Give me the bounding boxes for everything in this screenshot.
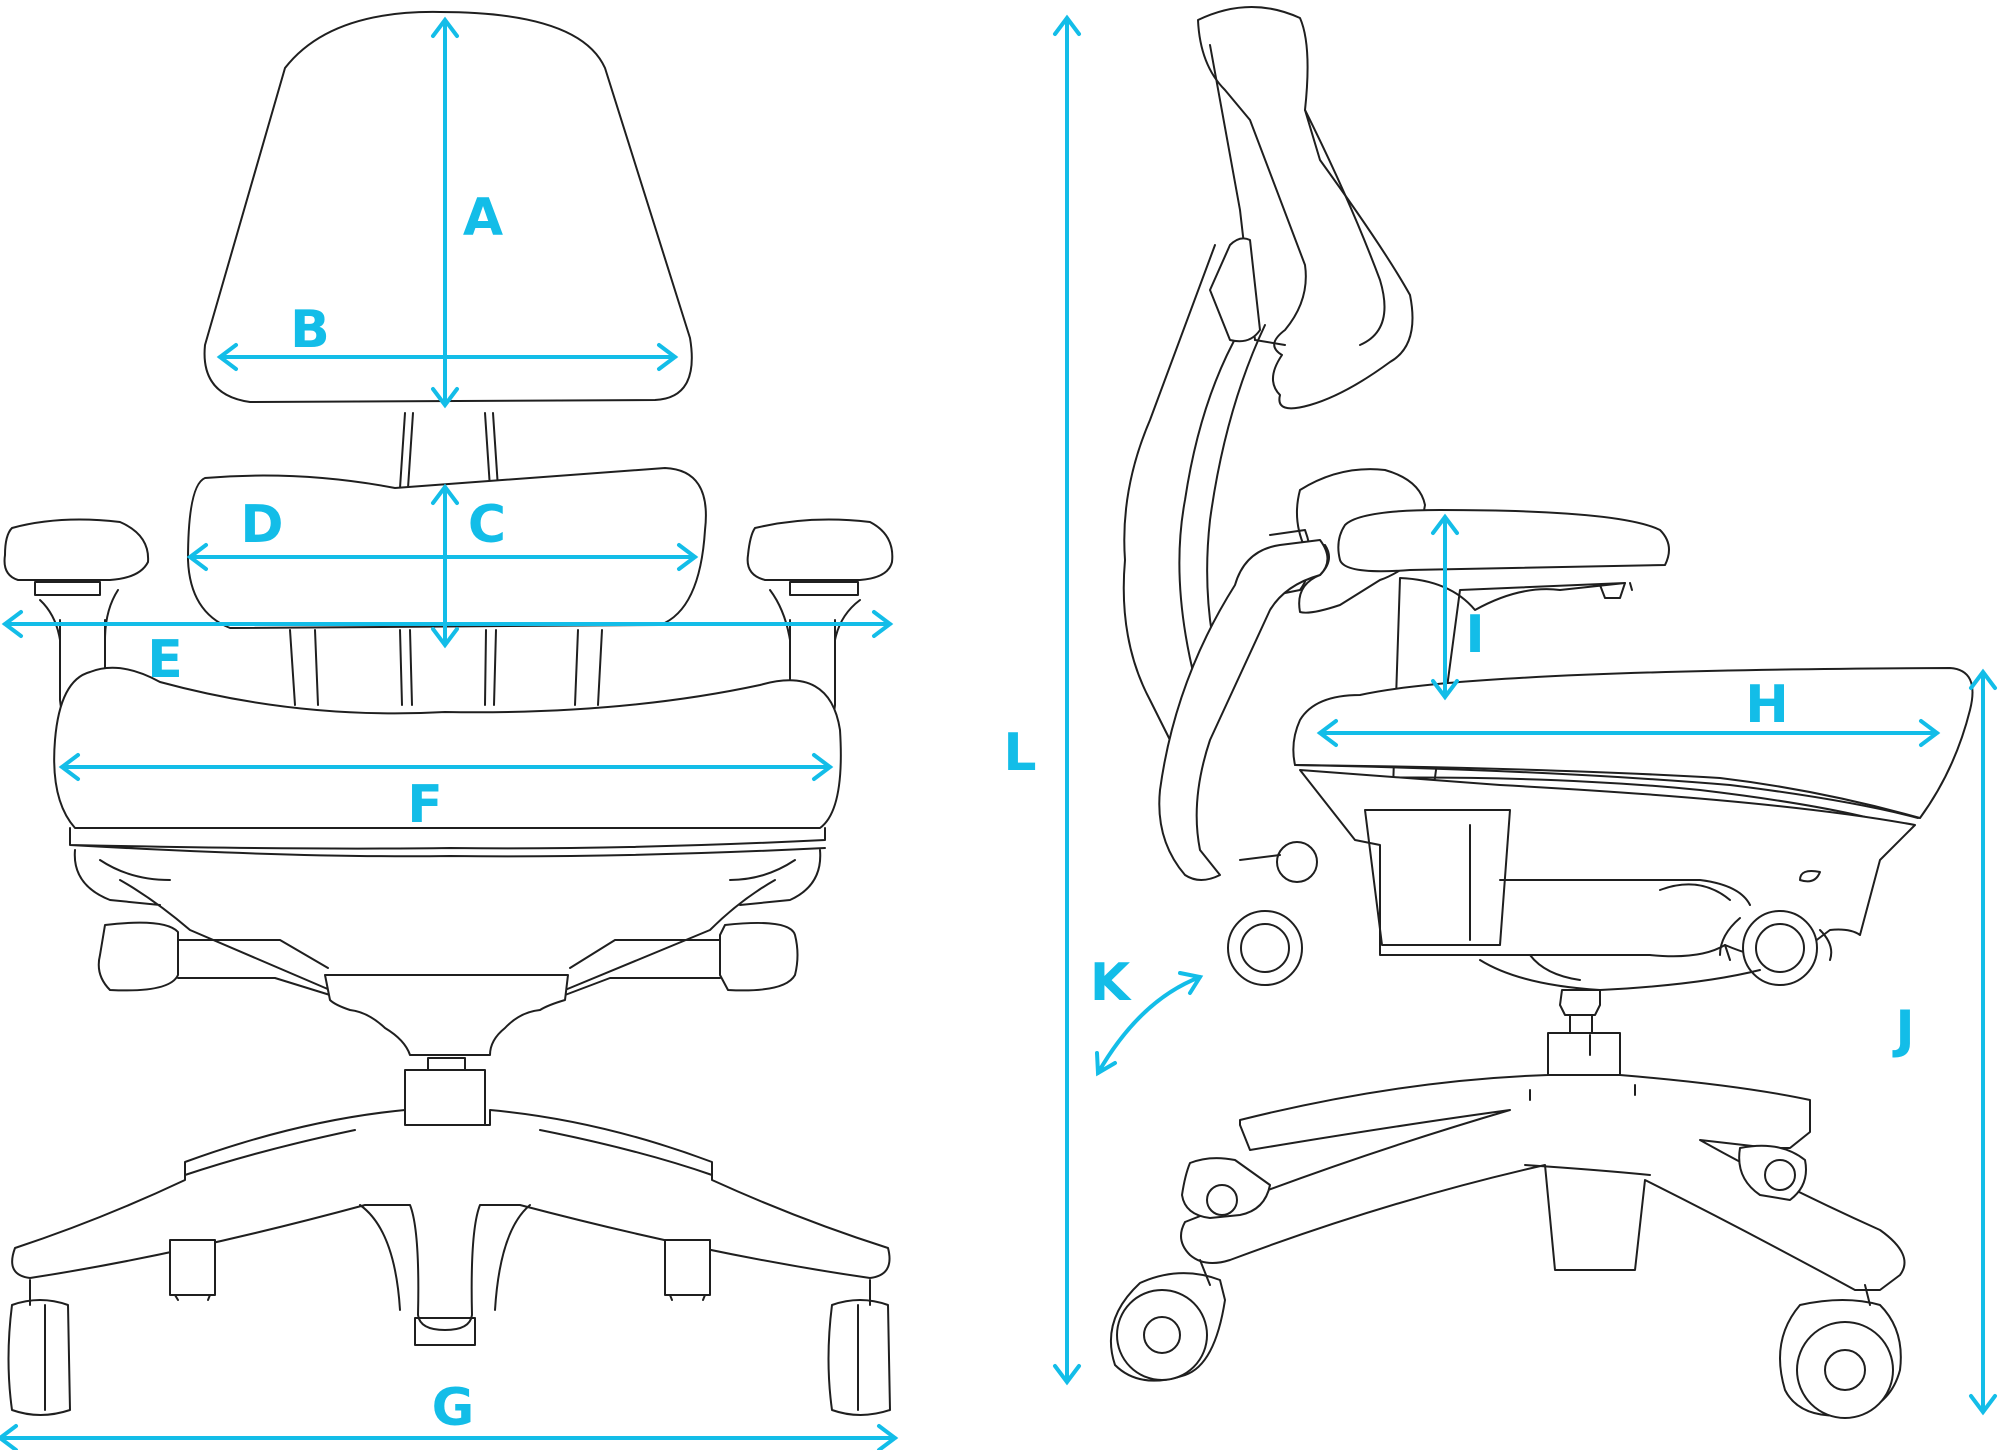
- front-seat-cushion: [53, 666, 842, 829]
- dimension-line-i: [1431, 513, 1459, 701]
- label-k: K: [1090, 953, 1132, 1013]
- front-mechanism-right: [719, 922, 799, 992]
- front-base-star: [11, 1109, 891, 1331]
- dimension-arc-k: [1095, 971, 1204, 1077]
- dimension-line-d: [186, 543, 699, 571]
- label-f: F: [407, 775, 443, 835]
- front-seat-underside: [73, 849, 822, 991]
- side-base-details: [1524, 1034, 1651, 1176]
- front-seat-skirt: [69, 827, 826, 858]
- side-rear-shell: [1158, 539, 1329, 881]
- side-back-frame: [1122, 244, 1286, 741]
- front-backrest-slats: [289, 629, 603, 706]
- front-gas-cylinder: [404, 1057, 486, 1126]
- side-mechanism-bottom: [1479, 959, 1761, 991]
- dimension-lines: [0, 14, 1997, 1450]
- label-i: I: [1465, 605, 1484, 665]
- side-seat-cushion: [1292, 667, 1974, 819]
- label-b: B: [290, 300, 330, 360]
- front-mechanism-left: [97, 921, 179, 992]
- side-view-chair: [1109, 6, 1974, 1419]
- label-j: J: [1892, 1000, 1914, 1060]
- dimension-line-g: [0, 1424, 899, 1450]
- side-headrest: [1197, 6, 1414, 410]
- label-g: G: [432, 1378, 475, 1438]
- dimension-line-l: [1053, 14, 1081, 1386]
- front-headrest: [203, 10, 693, 403]
- label-c: C: [468, 495, 506, 555]
- side-mechanism-details: [1364, 809, 1821, 981]
- dimension-line-j: [1969, 668, 1997, 1416]
- dimension-labels: A B C D E F G L I H J K: [147, 188, 1914, 1438]
- front-center-mechanism: [324, 974, 569, 1056]
- dimension-line-c: [431, 483, 459, 649]
- label-e: E: [147, 630, 183, 690]
- label-h: H: [1745, 675, 1789, 735]
- label-l: L: [1003, 723, 1036, 783]
- label-a: A: [463, 188, 503, 248]
- side-tilt-knobs: [1227, 841, 1833, 986]
- front-view-chair: [3, 10, 894, 1416]
- dimension-line-a: [431, 16, 459, 409]
- side-casters: [1109, 1144, 1902, 1419]
- dimension-line-h: [1316, 719, 1941, 747]
- dimension-line-f: [58, 753, 834, 781]
- side-seat-pan: [1299, 769, 1916, 961]
- front-base-details: [184, 1129, 713, 1346]
- front-mechanism-bar: [177, 939, 721, 996]
- front-casters: [7, 1239, 891, 1416]
- dimension-line-e: [1, 610, 894, 638]
- dimension-line-b: [216, 343, 679, 371]
- label-d: D: [240, 495, 283, 555]
- side-back-bracket: [1209, 237, 1261, 343]
- front-headrest-posts: [399, 412, 499, 489]
